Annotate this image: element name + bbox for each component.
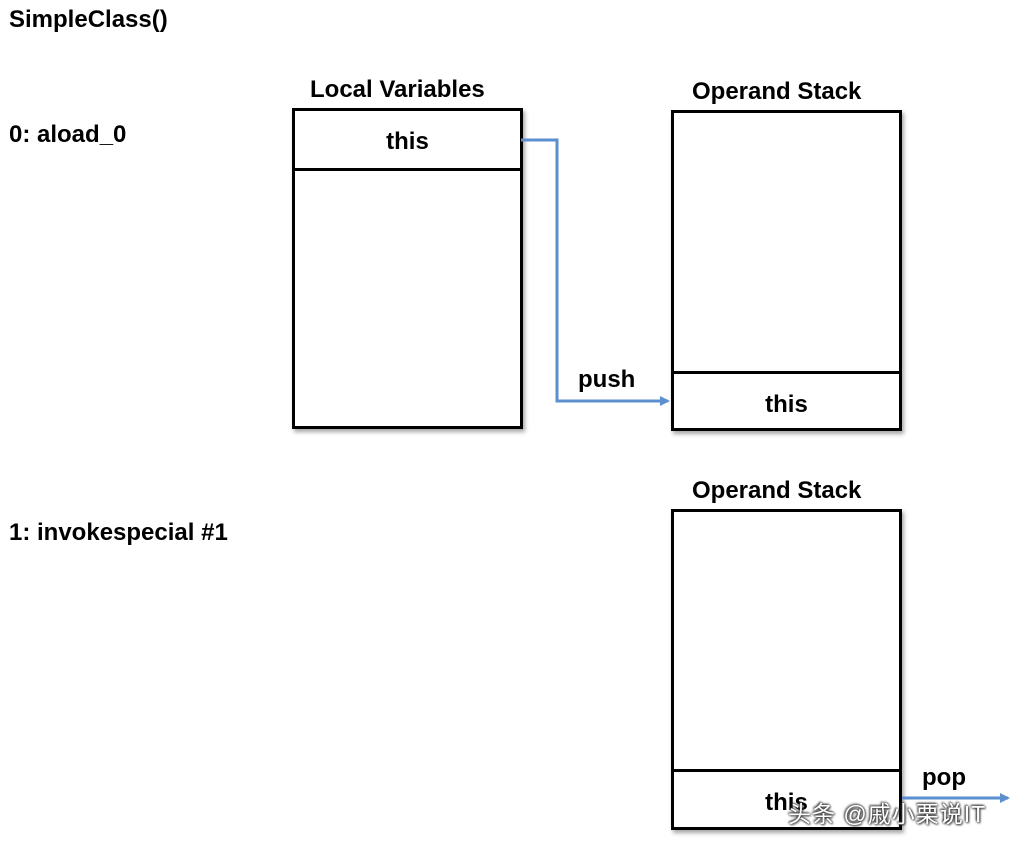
operand-stack-1: this bbox=[671, 110, 902, 431]
operand-stack-title-2: Operand Stack bbox=[692, 477, 862, 504]
local-variables-divider bbox=[295, 168, 520, 171]
operand-stack-1-divider bbox=[674, 371, 899, 374]
instruction-invokespecial: 1: invokespecial #1 bbox=[9, 519, 228, 546]
pop-label: pop bbox=[922, 764, 966, 791]
instruction-aload-0: 0: aload_0 bbox=[9, 121, 127, 148]
operand-stack-2-divider bbox=[674, 769, 899, 772]
method-signature: SimpleClass() bbox=[9, 6, 168, 33]
local-variables-table: this bbox=[292, 108, 523, 429]
local-variable-slot-0: this bbox=[386, 128, 429, 155]
operand-stack-1-top: this bbox=[765, 391, 808, 418]
operand-stack-title-1: Operand Stack bbox=[692, 78, 862, 105]
operand-stack-2: this bbox=[671, 509, 902, 830]
operand-stack-2-top: this bbox=[765, 789, 808, 816]
local-variables-title: Local Variables bbox=[310, 76, 485, 103]
push-label: push bbox=[578, 366, 636, 393]
push-arrow bbox=[521, 138, 670, 406]
watermark: 头条 @戚小栗说IT bbox=[788, 801, 987, 827]
